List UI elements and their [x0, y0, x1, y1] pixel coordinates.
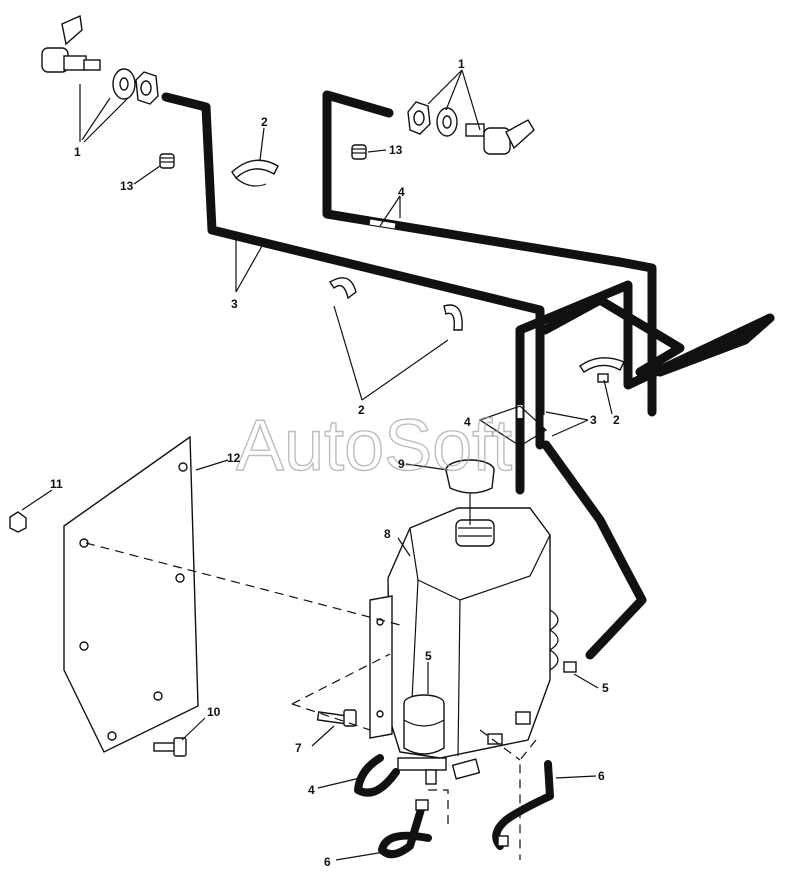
hose-to-tank-right: [541, 440, 647, 660]
callout-6-right: 6: [598, 769, 605, 783]
bracket-plate: [63, 435, 199, 753]
callout-3-left: 3: [231, 297, 238, 311]
assembly-dashed-lines: [85, 542, 537, 860]
hose-breaks: [234, 219, 549, 428]
clamp-mid-right: [443, 304, 463, 331]
nozzle-right: [465, 119, 535, 155]
washer-right: [436, 107, 458, 137]
clamp-top: [231, 159, 279, 187]
callout-13-left: 13: [120, 179, 134, 193]
leader-lines: [21, 69, 613, 861]
hose-pump-left: [354, 754, 400, 797]
callout-10: 10: [207, 705, 221, 719]
hose-bottom-right: [492, 760, 554, 850]
callouts: 1 1 2 2 2 3 3 4 4 4 5 5 6 6 7 8 9 10 11 …: [50, 57, 620, 869]
nozzle-left: [41, 14, 101, 73]
fittings-bottom: [415, 711, 531, 847]
hose-bottom-left: [378, 802, 432, 859]
nut-left: [135, 71, 159, 105]
callout-2-right: 2: [613, 413, 620, 427]
callout-4-top: 4: [398, 185, 405, 199]
watermark: AutoSoft: [236, 406, 512, 486]
callout-5-right: 5: [602, 681, 609, 695]
clamp-mid-left: [329, 277, 357, 300]
callout-11: 11: [50, 477, 63, 491]
washer-left: [112, 68, 136, 100]
callout-1-right: 1: [458, 57, 465, 71]
bolt-11: [9, 511, 27, 533]
callout-4-mid: 4: [464, 415, 471, 429]
bolt-10: [153, 737, 187, 757]
callout-9: 9: [398, 457, 405, 471]
callout-5-top: 5: [425, 649, 432, 663]
callout-7: 7: [295, 741, 302, 755]
nut-right: [407, 101, 431, 135]
callout-8: 8: [384, 527, 391, 541]
callout-2-top: 2: [261, 115, 268, 129]
callout-3-right: 3: [590, 413, 597, 427]
hose-right: [322, 90, 657, 417]
callout-13-right: 13: [389, 143, 403, 157]
callout-4-bottom: 4: [308, 783, 315, 797]
callout-2-mid: 2: [358, 403, 365, 417]
grommet-left: [159, 153, 175, 169]
pump: [397, 694, 447, 785]
callout-6-left: 6: [324, 855, 331, 869]
hose-left: [161, 92, 545, 450]
clamp-right: [579, 357, 625, 383]
grommet-right: [351, 144, 367, 160]
callout-12: 12: [227, 451, 241, 465]
reservoir-tank: [369, 507, 577, 759]
callout-1-left: 1: [74, 145, 81, 159]
